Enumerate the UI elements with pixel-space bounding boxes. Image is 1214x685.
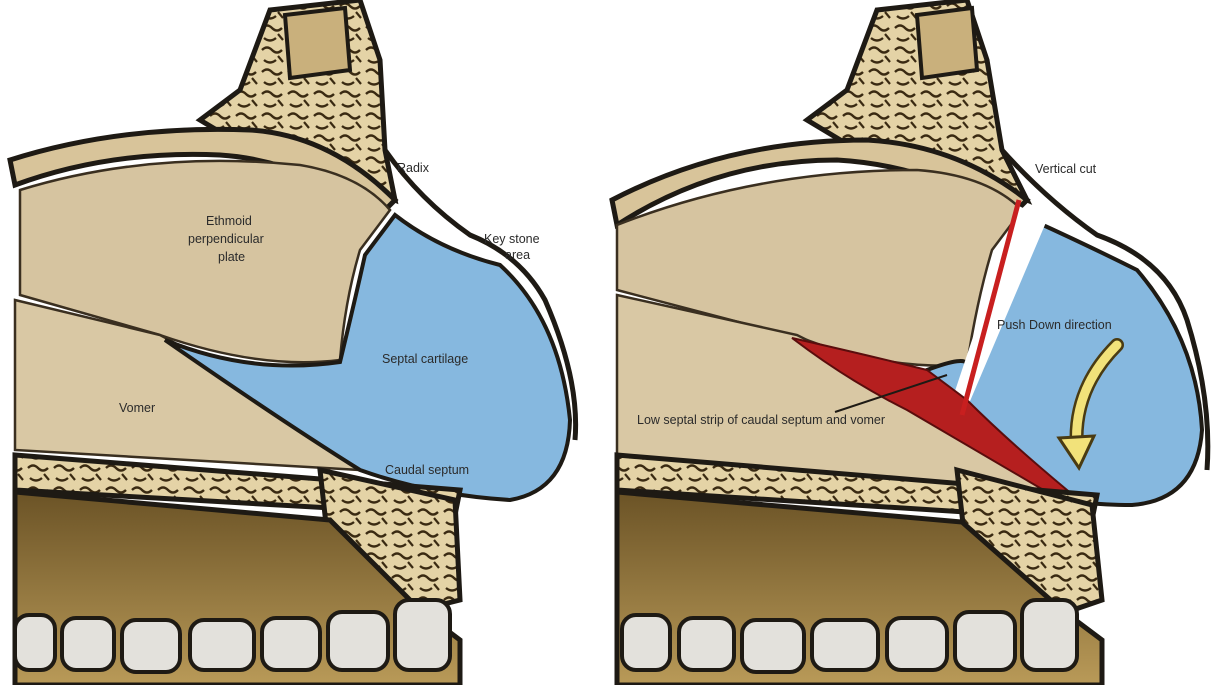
frontal-sinus xyxy=(285,8,350,78)
label-vertical-cut: Vertical cut xyxy=(1035,162,1097,176)
label-caudal-septum: Caudal septum xyxy=(385,463,469,477)
right-anatomy-svg: Vertical cut Push Down direction Low sep… xyxy=(607,0,1214,685)
panel-right-surgical-technique: Vertical cut Push Down direction Low sep… xyxy=(607,0,1214,685)
label-keystone-1: Key stone xyxy=(484,232,540,246)
label-ethmoid-1: Ethmoid xyxy=(206,214,252,228)
label-low-septal-strip: Low septal strip of caudal septum and vo… xyxy=(637,413,885,427)
label-radix: Radix xyxy=(397,161,430,175)
frontal-sinus xyxy=(917,8,977,78)
label-ethmoid-3: plate xyxy=(218,250,245,264)
label-keystone-2: area xyxy=(505,248,530,262)
panel-left-normal-anatomy: Radix Key stone area Ethmoid perpendicul… xyxy=(0,0,607,685)
label-vomer: Vomer xyxy=(119,401,155,415)
label-push-down: Push Down direction xyxy=(997,318,1112,332)
label-septal-cartilage: Septal cartilage xyxy=(382,352,468,366)
label-ethmoid-2: perpendicular xyxy=(188,232,264,246)
left-anatomy-svg: Radix Key stone area Ethmoid perpendicul… xyxy=(0,0,607,685)
